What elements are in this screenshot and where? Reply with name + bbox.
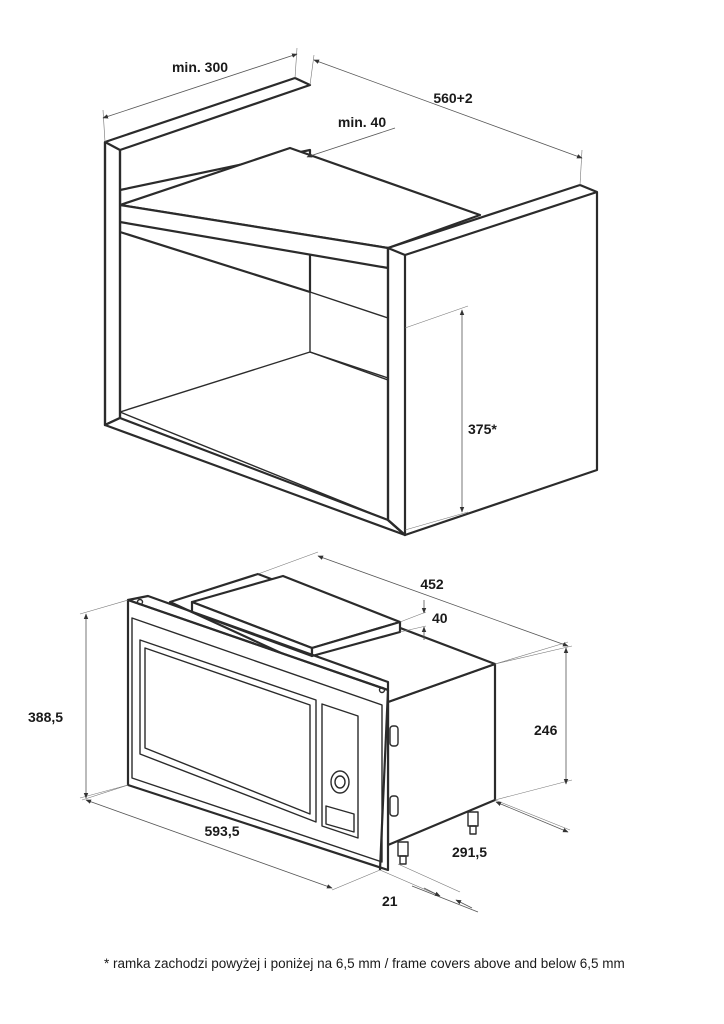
microwave-knob-icon <box>330 770 350 794</box>
dimension-label: 593,5 <box>204 823 239 839</box>
footnote-text: * ramka zachodzi powyżej i poniżej na 6,… <box>104 956 625 971</box>
dimension-label: 452 <box>420 576 444 592</box>
dimension-label: 21 <box>382 893 398 909</box>
microwave-frame-top-edge <box>126 594 390 692</box>
dimension-label: 246 <box>534 722 558 738</box>
cabinet-right-panel <box>386 183 599 537</box>
dimension-frame-width: 593,5 <box>81 784 381 891</box>
microwave-feet <box>397 811 479 865</box>
dimension-label: min. 40 <box>338 114 386 130</box>
dimension-body-width: 291,5 <box>452 799 571 860</box>
dimension-label: 291,5 <box>452 844 487 860</box>
dimension-label: 388,5 <box>28 709 63 725</box>
microwave-side-bracket <box>389 795 399 817</box>
dimension-depth-min: min. 300 <box>102 47 298 143</box>
dimension-height: 375* <box>404 305 497 531</box>
microwave-frame-inner <box>131 617 383 863</box>
dimension-gap-min: min. 40 <box>306 114 396 158</box>
cabinet-niche-back <box>309 291 389 381</box>
dimension-label: 40 <box>432 610 448 626</box>
microwave-control-panel <box>321 703 359 839</box>
cabinet-right-panel-front <box>386 246 407 537</box>
dimension-width: 560+2 <box>309 54 583 186</box>
dimension-label: min. 300 <box>172 59 228 75</box>
dimension-body-depth: 452 <box>257 551 569 665</box>
dimension-label: 560+2 <box>433 90 473 106</box>
microwave-drawing: 452 40 246 388,5 593, <box>28 551 573 913</box>
dimension-body-height: 246 <box>494 645 573 801</box>
dimension-label: 375* <box>468 421 497 437</box>
dimension-frame-thickness: 21 <box>379 863 479 913</box>
cabinet-bottom-board <box>103 416 407 537</box>
dimension-top-clearance: 40 <box>399 600 448 640</box>
microwave-side-bracket <box>389 725 399 747</box>
cabinet-drawing: min. 300 560+2 min. 40 375* <box>102 47 599 537</box>
dimension-frame-height: 388,5 <box>28 599 129 799</box>
